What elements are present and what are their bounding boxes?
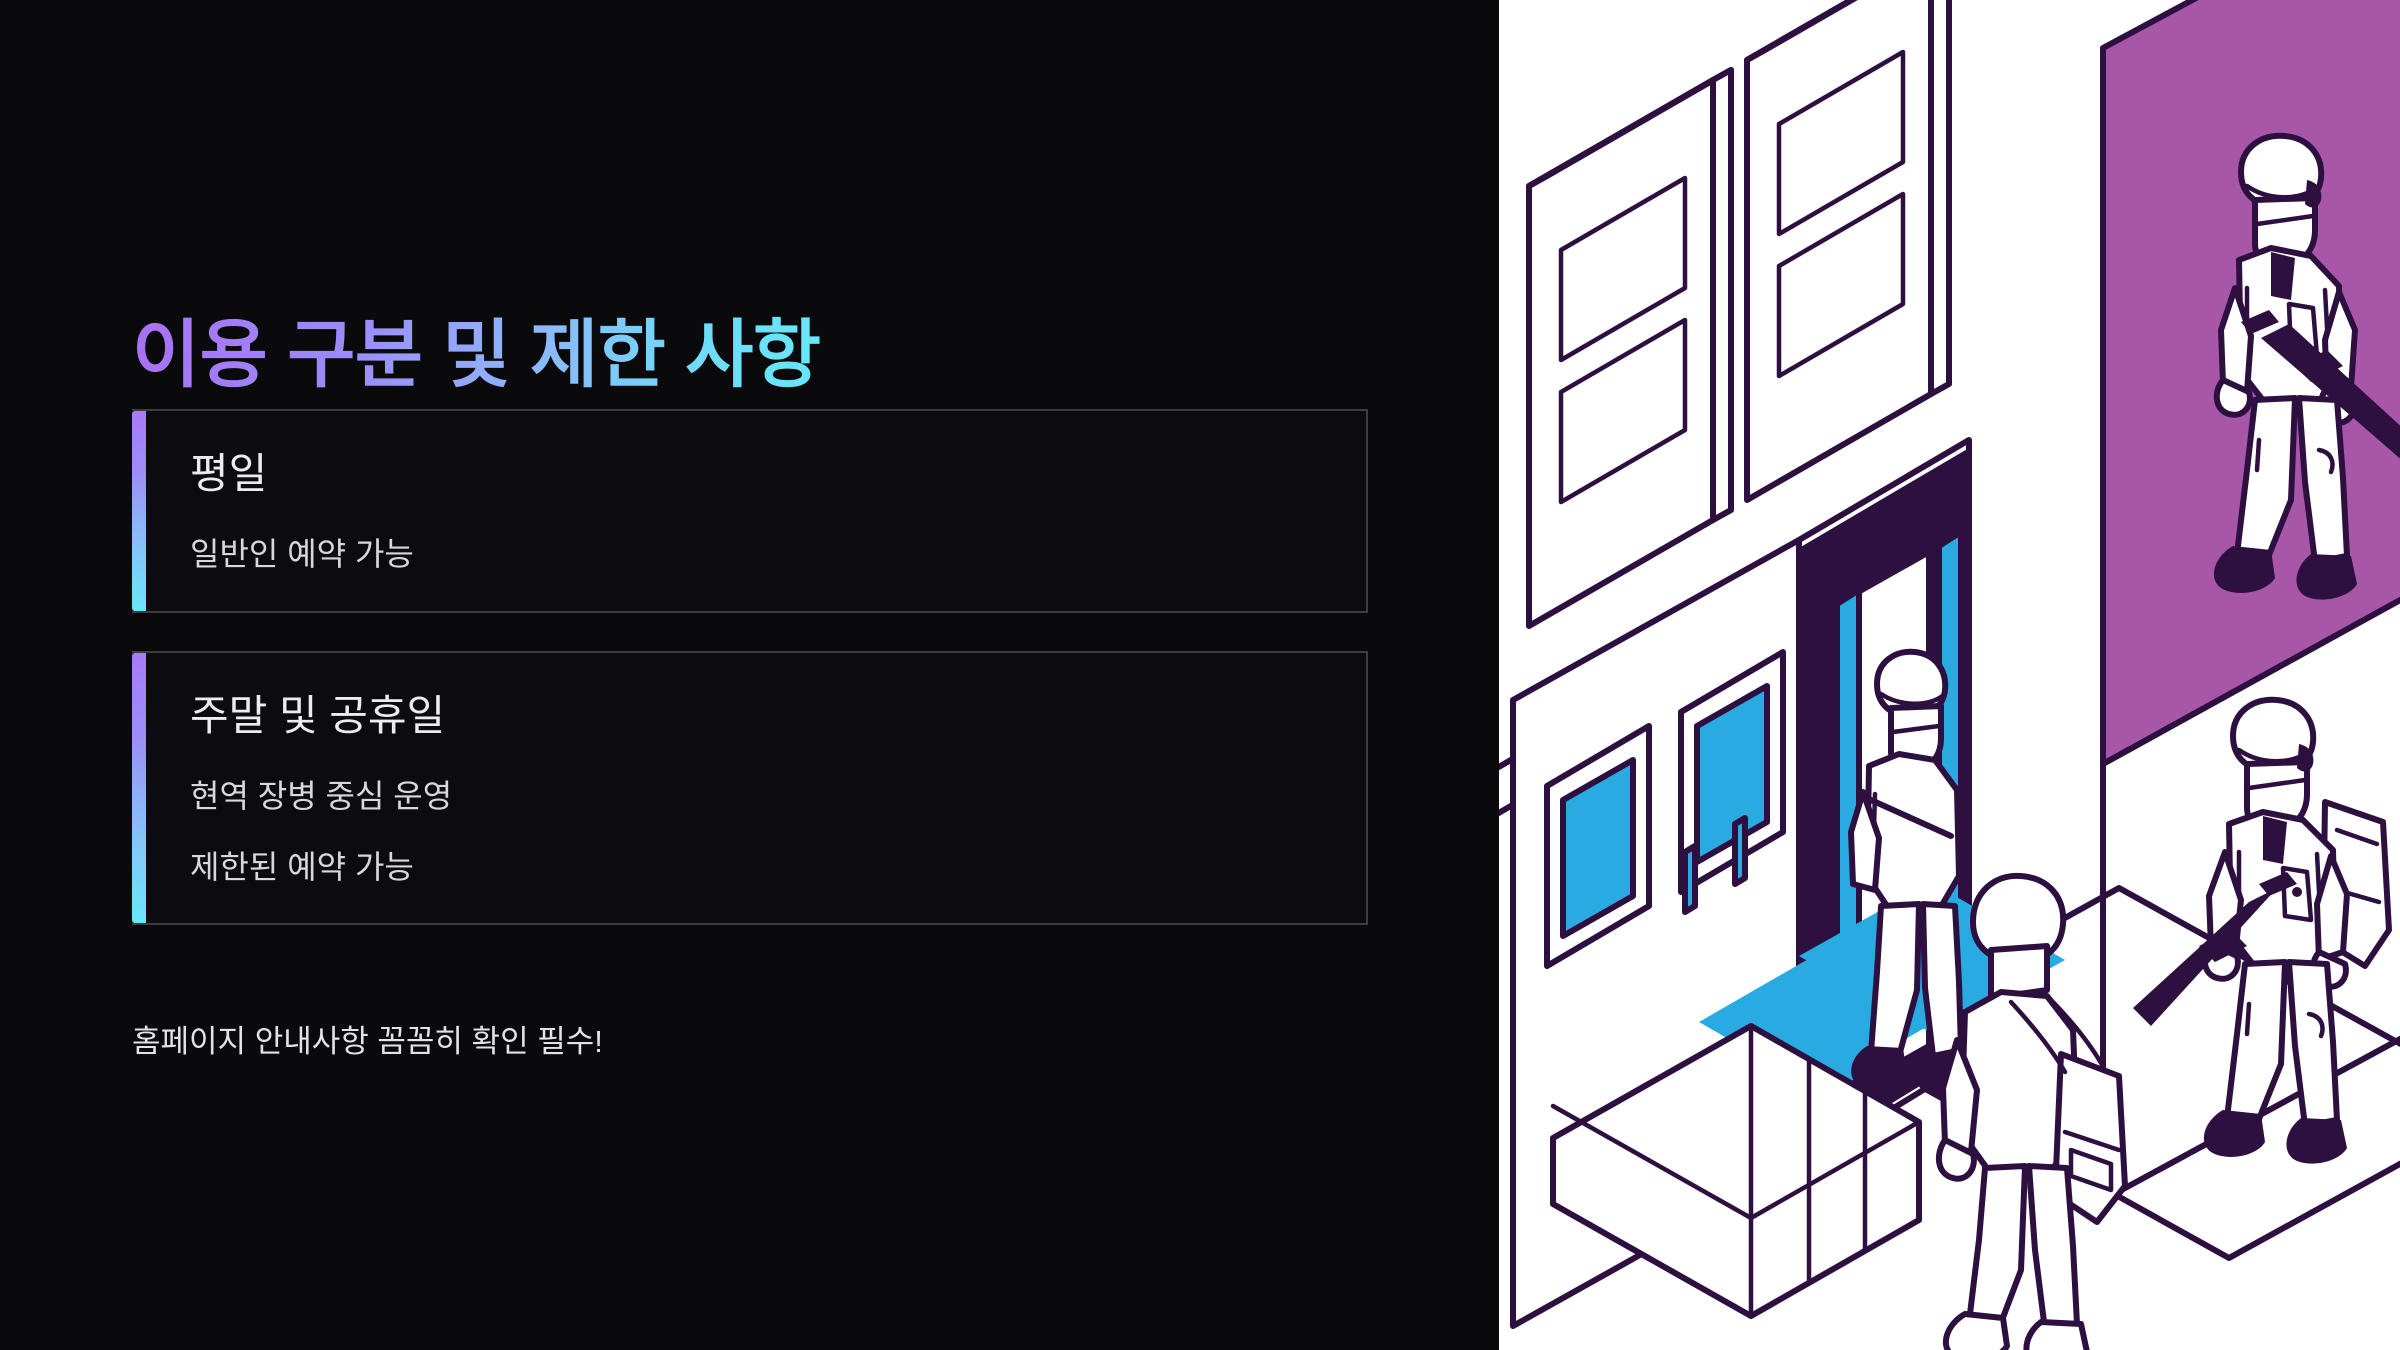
barracks-entrance-illustration: .ink { fill: none; stroke: #2d1040; stro… — [1499, 0, 2400, 1350]
card-detail-line: 제한된 예약 가능 — [190, 849, 414, 886]
civilian-with-backpack-walking — [1935, 872, 2128, 1350]
footnote-text: 홈페이지 안내사항 꼼꼼히 확인 필수! — [132, 1024, 603, 1059]
low-counter — [1550, 1023, 1922, 1319]
info-card-weekend-holiday: 주말 및 공휴일 현역 장병 중심 운영 제한된 예약 가능 — [132, 650, 1368, 926]
panel-sign-left — [1526, 67, 1734, 629]
card-detail-line: 일반인 예약 가능 — [190, 536, 414, 573]
info-card-weekday: 평일 일반인 예약 가능 — [132, 409, 1368, 613]
content-panel: 이용 구분 및 제한 사항 평일 일반인 예약 가능 주말 및 공휴일 현역 장… — [132, 312, 1368, 1059]
card-list: 평일 일반인 예약 가능 주말 및 공휴일 현역 장병 중심 운영 제한된 예약… — [132, 409, 1368, 926]
card-accent-bar — [132, 652, 146, 924]
card-title: 주말 및 공휴일 — [190, 691, 446, 739]
door-handles — [1682, 815, 1748, 915]
card-detail-line: 현역 장병 중심 운영 — [190, 777, 453, 814]
illustration-panel: .ink { fill: none; stroke: #2d1040; stro… — [1499, 0, 2400, 1350]
card-accent-bar — [132, 411, 146, 611]
soldier-with-rifle-on-purple-wall — [2213, 132, 2400, 600]
card-title: 평일 — [190, 450, 268, 497]
panel-sign-right — [1744, 0, 1952, 503]
window-pane-right — [1678, 649, 1786, 895]
page-title: 이용 구분 및 제한 사항 — [132, 312, 821, 396]
soldier-with-rifle-and-backpack — [2133, 696, 2392, 1164]
window-pane-left — [1544, 723, 1652, 969]
